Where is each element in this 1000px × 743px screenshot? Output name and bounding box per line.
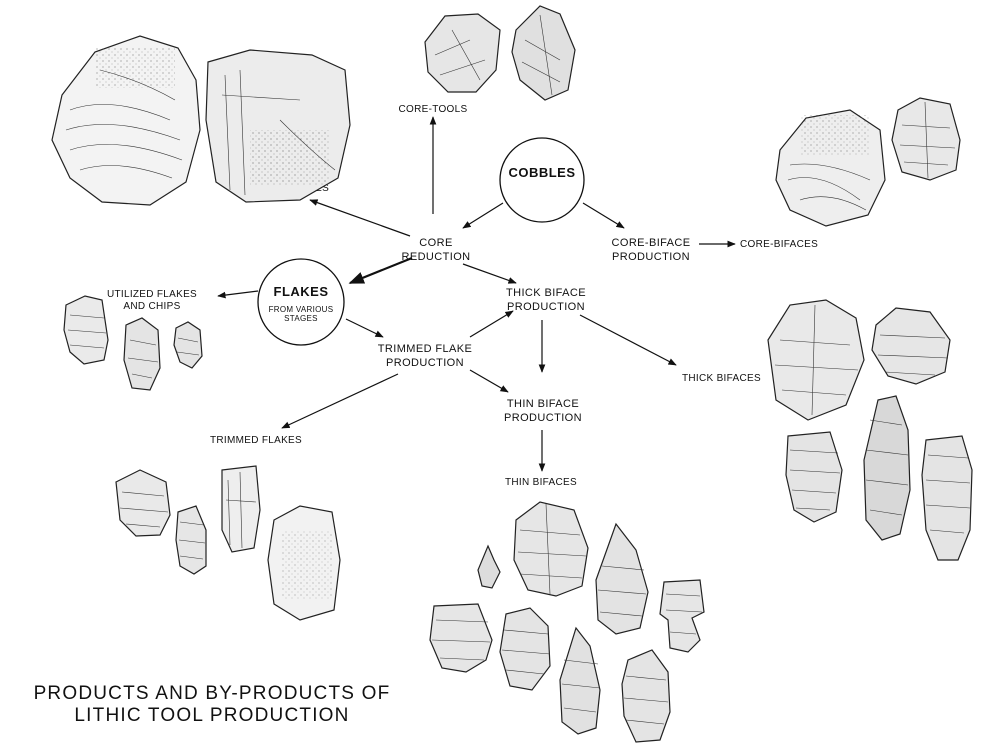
arrow-flakes-to-utilized xyxy=(217,290,259,299)
flakes-circle xyxy=(257,258,345,346)
core-bifaces-illustration xyxy=(775,97,961,227)
thin-bifaces-label: THIN BIFACES xyxy=(505,477,577,488)
trimmed-flakes-illustration xyxy=(115,465,341,621)
page-title-line1: PRODUCTS AND BY-PRODUCTS OF xyxy=(33,683,391,704)
page-title: PRODUCTS AND BY-PRODUCTS OF LITHIC TOOL … xyxy=(22,683,402,727)
thin-bifaces-illustration xyxy=(429,501,705,743)
arrow-thick-biface-to-thick-bifaces xyxy=(579,314,677,366)
trimmed-flakes-label: TRIMMED FLAKES xyxy=(210,435,302,446)
thin-biface-production-line1: THIN BIFACE xyxy=(507,398,579,410)
thin-biface-production-line2: PRODUCTION xyxy=(504,412,582,424)
utilized-flakes-line1: UTILIZED FLAKES xyxy=(107,289,197,300)
page-title-line2: LITHIC TOOL PRODUCTION xyxy=(74,705,350,726)
flakes-label: FLAKES xyxy=(274,284,329,299)
process-labels: CORE REDUCTION CORE-BIFACE PRODUCTION TH… xyxy=(378,237,691,424)
trimmed-flake-production-line1: TRIMMED FLAKE xyxy=(378,343,472,355)
arrow-core-reduction-to-thick-biface xyxy=(462,263,517,284)
core-tools-illustration xyxy=(424,5,576,101)
core-bifaces-label: CORE-BIFACES xyxy=(740,239,818,250)
thick-bifaces-illustration xyxy=(767,299,973,561)
core-reduction-line2: REDUCTION xyxy=(402,251,471,263)
arrow-flakes-to-trimmed-flake-production xyxy=(345,318,384,338)
utilized-flakes-illustration xyxy=(63,295,203,391)
arrow-trimmed-flake-to-trimmed-flakes xyxy=(281,373,399,429)
arrow-trimmed-flake-to-thin-biface xyxy=(469,369,509,393)
thick-bifaces-label: THICK BIFACES xyxy=(682,373,761,384)
core-biface-production-line2: PRODUCTION xyxy=(612,251,690,263)
core-biface-production-line1: CORE-BIFACE xyxy=(612,237,691,249)
cobbles-label: COBBLES xyxy=(508,165,575,180)
arrow-core-reduction-to-cores xyxy=(309,199,411,237)
cores-illustration xyxy=(51,35,351,206)
cobbles-circle xyxy=(499,137,585,223)
arrow-cobbles-to-core-reduction xyxy=(462,202,504,229)
arrow-cobbles-to-core-biface xyxy=(582,202,625,229)
thick-biface-production-line1: THICK BIFACE xyxy=(506,287,586,299)
arrow-trimmed-flake-to-thick-biface xyxy=(469,310,514,338)
core-reduction-line1: CORE xyxy=(419,237,452,249)
core-tools-label: CORE-TOOLS xyxy=(399,104,468,115)
arrow-core-reduction-to-flakes xyxy=(348,256,413,285)
flakes-sub-line1: FROM VARIOUS xyxy=(269,305,334,314)
flakes-sub-line2: STAGES xyxy=(284,314,318,323)
flow-arrows xyxy=(217,116,736,472)
thick-biface-production-line2: PRODUCTION xyxy=(507,301,585,313)
utilized-flakes-line2: AND CHIPS xyxy=(123,301,180,312)
trimmed-flake-production-line2: PRODUCTION xyxy=(386,357,464,369)
